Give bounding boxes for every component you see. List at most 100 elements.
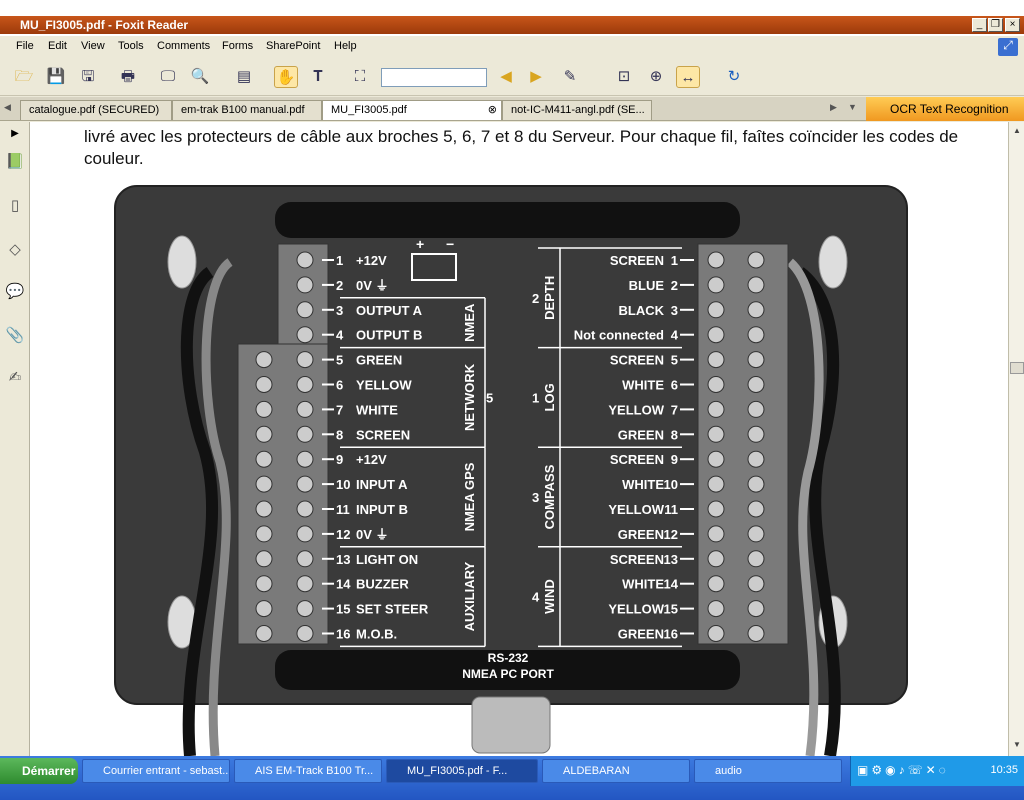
select-text-icon[interactable]: 𝐓 [313, 68, 323, 85]
right-pin-number: 12 [664, 527, 678, 542]
panel-expand-icon[interactable]: ▶ [11, 128, 19, 139]
tab-close-icon[interactable]: ⊗ [487, 104, 497, 116]
layers-icon[interactable]: ◇ [9, 241, 21, 258]
left-pin-number: 8 [336, 427, 343, 442]
scroll-down-icon[interactable]: ▼ [1013, 740, 1021, 749]
tab-scroll-right-icon[interactable]: ▶ [830, 102, 837, 112]
right-pin-number: 10 [664, 477, 678, 492]
left-terminal-screw [296, 575, 314, 593]
menu-sharepoint[interactable]: SharePoint [266, 40, 321, 52]
left-pin-number: 16 [336, 627, 350, 642]
tab-em-trak-manual[interactable]: em-trak B100 manual.pdf [172, 100, 322, 120]
pages-icon[interactable]: ▯ [10, 197, 20, 214]
right-cable-grey [786, 258, 824, 756]
left-pin-label: BUZZER [356, 577, 409, 592]
left-terminal-screw [296, 301, 314, 319]
left-pin-number: 10 [336, 477, 350, 492]
document-view[interactable]: livré avec les protecteurs de câble aux … [30, 122, 1008, 756]
left-group-label: AUXILIARY [462, 561, 477, 631]
left-pin-number: 1 [336, 253, 343, 268]
task-mail[interactable]: Courrier entrant - sebast... [82, 759, 230, 783]
menu-forms[interactable]: Forms [222, 40, 254, 52]
left-group-label: NMEA GPS [462, 462, 477, 531]
task-audio-folder[interactable]: audio [694, 759, 842, 783]
menu-view[interactable]: View [81, 40, 105, 52]
find-previous-icon[interactable]: ◀ [500, 68, 512, 85]
left-pin-label: OUTPUT B [356, 328, 422, 343]
tab-bar: ◀ catalogue.pdf (SECURED) em-trak B100 m… [0, 97, 1024, 121]
page-icon[interactable]: ▤ [236, 68, 252, 85]
right-pin-label: WHITE [622, 477, 664, 492]
actual-size-icon[interactable]: ⊡ [617, 68, 631, 85]
restore-button[interactable]: ❐ [988, 18, 1003, 32]
left-pin-label: GREEN [356, 353, 402, 368]
port-label-line1: RS-232 [488, 651, 529, 665]
tab-scroll-left-icon[interactable]: ◀ [4, 102, 11, 112]
menu-edit[interactable]: Edit [48, 40, 67, 52]
left-cable-protector-screw [255, 425, 273, 443]
comments-icon[interactable]: 💬 [5, 283, 25, 300]
fit-page-icon[interactable]: ⊕ [649, 68, 663, 85]
scroll-up-icon[interactable]: ▲ [1013, 126, 1021, 135]
tab-not-ic-m411[interactable]: not-IC-M411-angl.pdf (SE... [502, 100, 652, 120]
tray-icons[interactable]: ▣⚙◉♪☏✕◌ [857, 763, 949, 777]
attachments-icon[interactable]: 📎 [5, 327, 25, 344]
resize-icon[interactable]: ⤢ [998, 38, 1018, 56]
tab-mu-fi3005[interactable]: MU_FI3005.pdf⊗ [322, 100, 502, 120]
right-pin-label: Not connected [574, 328, 664, 343]
find-next-icon[interactable]: ▶ [530, 68, 542, 85]
scroll-thumb[interactable] [1010, 362, 1024, 374]
menu-comments[interactable]: Comments [157, 40, 211, 52]
signatures-icon[interactable]: ✍ [8, 369, 22, 386]
right-cable-protector-screw [747, 351, 765, 369]
task-foxit[interactable]: MU_FI3005.pdf - F... [386, 759, 538, 783]
taskbar: Démarrer Courrier entrant - sebast... AI… [0, 756, 1024, 800]
left-terminal-screw [296, 326, 314, 344]
battery-plus-label: + [416, 236, 424, 252]
right-cable-protector-screw [747, 575, 765, 593]
minimize-button[interactable]: _ [972, 18, 987, 32]
search-input[interactable] [381, 68, 487, 87]
annotation-icon[interactable]: ✎ [563, 68, 577, 85]
ocr-text-recognition-button[interactable]: OCR Text Recognition [866, 97, 1024, 121]
find-text-icon[interactable]: 🔍 [190, 68, 210, 85]
vertical-scrollbar[interactable]: ▲ ▼ [1008, 122, 1024, 756]
right-terminal-screw [707, 450, 725, 468]
task-firefox[interactable]: AIS EM-Track B100 Tr... [234, 759, 382, 783]
left-cable-protector-screw [255, 500, 273, 518]
tab-catalogue[interactable]: catalogue.pdf (SECURED) [20, 100, 172, 120]
print-icon[interactable]: 🖶 [120, 68, 136, 85]
left-cable-protector-screw [255, 475, 273, 493]
right-cable-protector-screw [747, 251, 765, 269]
left-pin-label: SET STEER [356, 602, 429, 617]
save-as-icon[interactable]: 🖫 [81, 68, 95, 85]
open-folder-icon[interactable]: 🗁 [14, 68, 34, 85]
bookmarks-icon[interactable]: 📗 [5, 153, 25, 170]
task-aldebaran-folder[interactable]: ALDEBARAN [542, 759, 690, 783]
binoculars-icon[interactable]: ⛶ [354, 68, 366, 85]
menu-file[interactable]: File [16, 40, 34, 52]
fit-width-icon[interactable]: ↔ [676, 66, 700, 88]
close-button[interactable]: × [1005, 18, 1020, 32]
tab-list-chevron-icon[interactable]: ▼ [848, 102, 857, 112]
right-terminal-screw [707, 475, 725, 493]
right-cable-black [796, 267, 841, 756]
right-pin-number: 9 [671, 452, 678, 467]
start-button[interactable]: Démarrer [0, 758, 78, 784]
screen-icon[interactable]: 🖵 [160, 68, 176, 85]
left-pin-number: 9 [336, 452, 343, 467]
left-pin-number: 7 [336, 402, 343, 417]
menu-tools[interactable]: Tools [118, 40, 144, 52]
left-pin-label: INPUT B [356, 502, 408, 517]
right-pin-label: SCREEN [610, 253, 664, 268]
right-terminal-screw [707, 575, 725, 593]
rotate-icon[interactable]: ↻ [727, 68, 741, 85]
left-pin-label: 0V ⏚ [356, 527, 389, 542]
right-pin-number: 15 [664, 602, 678, 617]
left-pin-number: 14 [336, 577, 351, 592]
save-icon[interactable]: 💾 [46, 68, 66, 85]
left-terminal-screw [296, 475, 314, 493]
hand-tool-icon[interactable]: ✋ [274, 66, 298, 88]
menu-help[interactable]: Help [334, 40, 357, 52]
